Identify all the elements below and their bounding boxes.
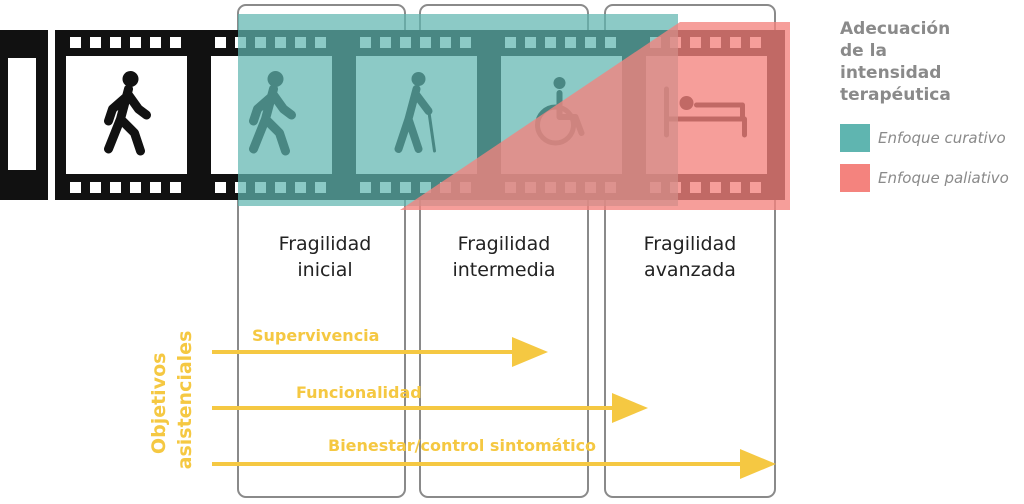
legend-title: Adecuación de la intensidad terapéutica (840, 18, 1024, 106)
sprocket-hole (110, 182, 121, 193)
stage-label-intermediate-line2: intermedia (452, 259, 555, 281)
objective-arrow-wellbeing: Bienestar/control sintomático (212, 436, 776, 479)
sprocket-hole (70, 37, 81, 48)
objective-label-wellbeing: Bienestar/control sintomático (328, 436, 596, 455)
sprocket-hole (215, 37, 226, 48)
sprocket-hole (150, 182, 161, 193)
legend-label-curative: Enfoque curativo (878, 129, 1006, 147)
stage-column-initial (237, 4, 406, 498)
sprocket-hole (215, 182, 226, 193)
legend-title-line: de la (840, 41, 887, 61)
sprocket-hole (130, 37, 141, 48)
film-strip-left-partial (0, 30, 48, 200)
legend-item-palliative: Enfoque paliativo (840, 164, 1024, 192)
sprocket-hole (150, 37, 161, 48)
legend-title-line: intensidad (840, 63, 942, 83)
palliative-overlay (400, 22, 790, 210)
stage-label-intermediate: Fragilidad (458, 233, 551, 255)
legend-label-palliative: Enfoque paliativo (878, 169, 1009, 187)
sprocket-hole (90, 182, 101, 193)
sprocket-hole (90, 37, 101, 48)
sprocket-hole (170, 182, 181, 193)
color-overlays (238, 14, 790, 210)
objective-arrow-functionality: Funcionalidad (212, 383, 648, 423)
objectives: Objetivos asistenciales Supervivencia Fu… (148, 326, 776, 479)
sprocket-hole (130, 182, 141, 193)
stage-column-advanced (604, 4, 776, 498)
legend-title-line: terapéutica (840, 85, 951, 105)
walking-person-icon (104, 71, 151, 156)
sprocket-hole (170, 37, 181, 48)
sprocket-hole (70, 182, 81, 193)
objective-label-functionality: Funcionalidad (296, 383, 422, 402)
stage-label-initial-line2: inicial (297, 259, 352, 281)
stage-labels: Fragilidad inicial Fragilidad intermedia… (279, 233, 737, 281)
film-frame (66, 37, 187, 193)
objectives-side-label: Objetivos asistenciales (148, 331, 196, 470)
stage-label-initial: Fragilidad (279, 233, 372, 255)
stage-columns (237, 4, 776, 498)
stage-label-advanced: Fragilidad (644, 233, 737, 255)
legend-item-curative: Enfoque curativo (840, 124, 1024, 152)
objective-label-survival: Supervivencia (252, 326, 379, 345)
stage-label-advanced-line2: avanzada (644, 259, 736, 281)
legend: Adecuación de la intensidad terapéutica … (840, 18, 1024, 192)
legend-swatch-palliative (840, 164, 870, 192)
sprocket-hole (110, 37, 121, 48)
stage-column-intermediate (419, 4, 589, 498)
legend-title-line: Adecuación (840, 19, 951, 39)
objective-arrow-survival: Supervivencia (212, 326, 548, 367)
legend-swatch-curative (840, 124, 870, 152)
